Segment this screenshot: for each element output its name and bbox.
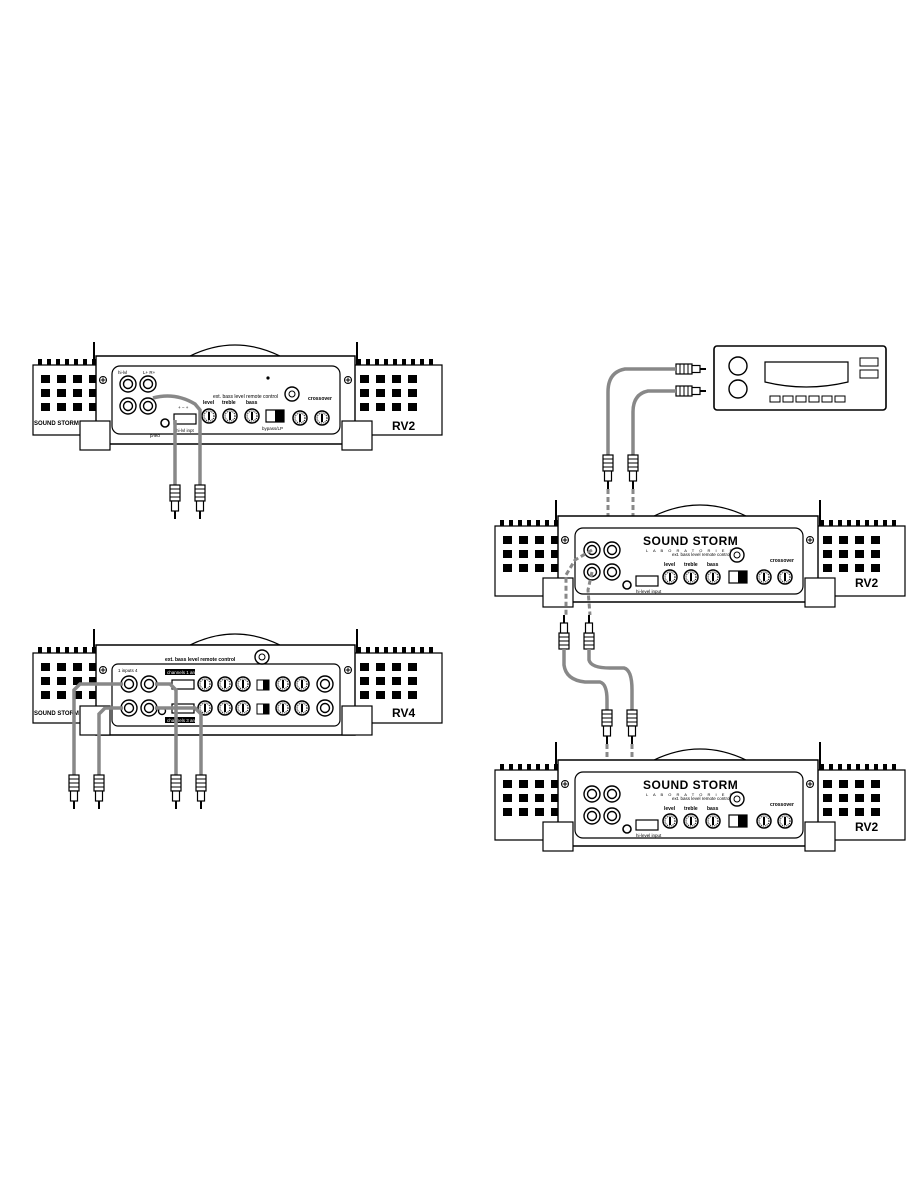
level-label: level [664,562,676,568]
level-knob[interactable] [201,408,217,424]
svg-text:bypass/LP: bypass/LP [262,426,283,431]
brand-logo: SOUND STORM [643,534,738,548]
treble-label: treble [684,562,698,568]
rca-cables-amp2 [68,682,207,810]
remote-control-label: ext. bass level remote control [213,394,278,400]
treble-knob[interactable] [222,408,238,424]
rca-cables-amp1 [152,394,206,520]
amplifier-rv4-bottom-left: ext. bass level remote control 1 inputs … [32,629,443,736]
level-knob[interactable] [662,569,678,585]
level-knob[interactable] [662,813,678,829]
crossover-label: crossover [770,802,794,808]
svg-text:1 inputs 4: 1 inputs 4 [118,668,138,673]
brand-logo: SOUND STORM [34,711,79,717]
treble-label: treble [222,400,236,406]
level-label: level [203,400,215,406]
treble-knob[interactable] [683,813,699,829]
bass-knob[interactable] [244,408,260,424]
crossover-label: crossover [308,396,332,402]
brand-logo: SOUND STORM [34,421,79,427]
svg-text:hi-lvl: hi-lvl [118,370,127,375]
amplifier-rv2-bottom-right: SOUND STORM L A B O R A T O R I E S hi-l… [494,742,906,852]
brand-subtitle: L A B O R A T O R I E S [646,792,734,797]
treble-knob[interactable] [683,569,699,585]
channels-3-4-label: channels 3 and 4 [167,718,202,723]
model-badge: RV4 [392,706,415,720]
channels-1-2-label: channels 1 and 2 [167,670,202,675]
brand-subtitle: L A B O R A T O R I E S [646,548,734,553]
remote-control-label: ext. bass level remote control [672,796,731,801]
bass-knob[interactable] [705,813,721,829]
svg-text:hi-lvl inpt: hi-lvl inpt [176,428,195,433]
treble-label: treble [684,806,698,812]
svg-text:p/led: p/led [150,433,160,438]
remote-control-label: ext. bass level remote control [165,657,236,663]
model-badge: RV2 [855,576,878,590]
level-label: level [664,806,676,812]
model-badge: RV2 [855,820,878,834]
remote-control-label: ext. bass level remote control [672,552,731,557]
model-badge: RV2 [392,419,415,433]
amplifier-rv2-middle-right: SOUND STORM L A B O R A T O R I E S hi-l… [494,500,906,608]
amplifier-rv2-top-left: hi-lvl L+ R+ p/led + − + hi-lvl inpt lev… [32,342,443,451]
crossover-label: crossover [770,558,794,564]
bass-label: bass [707,562,719,568]
svg-text:+ − +: + − + [178,405,189,410]
bass-knob[interactable] [705,569,721,585]
brand-logo: SOUND STORM [643,778,738,792]
hi-level-input-label: hi-level input [636,833,662,838]
hi-level-input-label: hi-level input [636,589,662,594]
bass-label: bass [707,806,719,812]
svg-text:L+ R+: L+ R+ [143,370,156,375]
bass-label: bass [246,400,258,406]
head-unit [713,345,887,411]
